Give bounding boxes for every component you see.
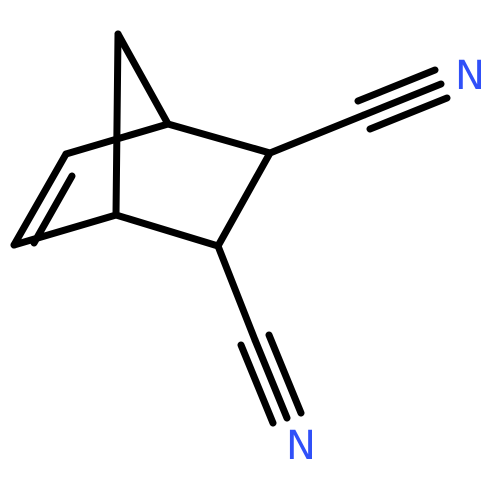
bond-c1-c6 (62, 120, 172, 158)
bond-lower-triple-1 (237, 341, 277, 427)
bond-c3-nitrile-carbon (214, 242, 259, 344)
bond-upper-triple-1 (354, 66, 439, 105)
bond-c4-c5 (10, 211, 120, 249)
nitrogen-atom-label-lower: N (286, 423, 316, 469)
bond-bridge-top-right (114, 30, 172, 128)
bond-c1-c2 (164, 120, 274, 157)
bond-upper-triple-2 (360, 80, 445, 119)
bond-c3-c4 (112, 211, 222, 250)
bond-c5-c6-double-outer (10, 150, 70, 249)
bond-lower-triple-3 (265, 331, 305, 417)
bond-bridge-top-left (112, 30, 122, 219)
bond-c2-nitrile-carbon (266, 111, 368, 157)
nitrogen-atom-label-upper: N (455, 53, 485, 99)
bond-c2-c3 (214, 149, 274, 250)
bond-upper-triple-3 (366, 94, 451, 133)
bond-lower-triple-2 (251, 336, 291, 422)
bond-c5-c6-double-inner (30, 172, 76, 247)
